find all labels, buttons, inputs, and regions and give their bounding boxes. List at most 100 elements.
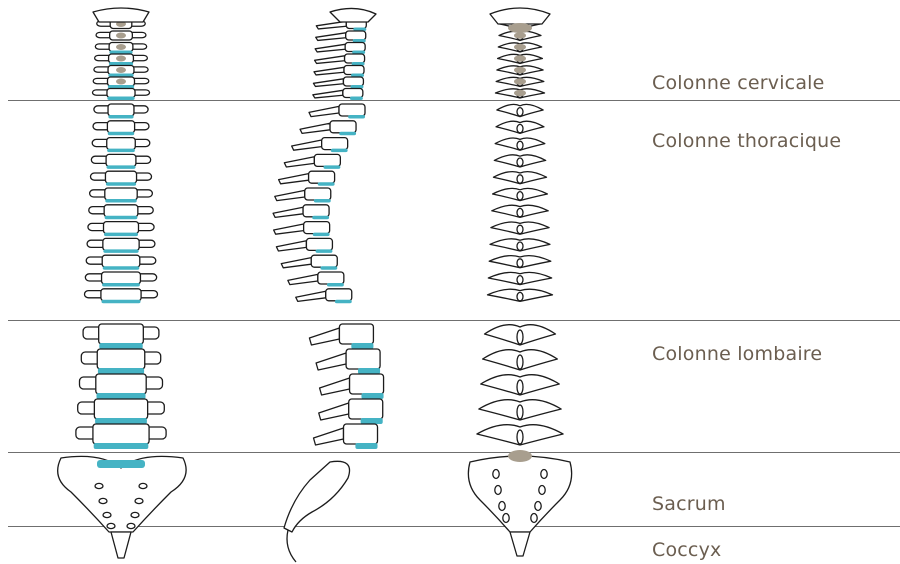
side-disc [316, 249, 333, 253]
side-spinous-process [284, 157, 314, 167]
front-disc [98, 368, 144, 374]
front-disc [103, 266, 140, 270]
back-sacral-base [508, 450, 532, 462]
side-disc [314, 199, 331, 203]
side-disc [335, 300, 352, 304]
side-disc [350, 97, 363, 101]
back-spinous-tip [517, 380, 523, 394]
side-vertebra-body [326, 289, 352, 301]
side-spinous-process [273, 207, 303, 217]
front-cervical-mark [116, 44, 126, 50]
front-vertebra-body [101, 289, 141, 301]
side-disc [318, 182, 335, 186]
back-axis-mark [508, 23, 532, 33]
side-vertebra-body [343, 89, 363, 98]
front-disc [105, 216, 138, 220]
side-vertebra-body [344, 424, 378, 444]
front-sacral-foramen [127, 523, 135, 528]
side-spinous-process [319, 403, 349, 420]
side-vertebra-body [343, 77, 363, 86]
front-sacral-foramen [95, 483, 103, 488]
side-vertebra-body [304, 222, 330, 234]
front-vertebra-body [102, 255, 140, 267]
side-vertebra-body [346, 31, 366, 40]
side-spinous-process [314, 428, 344, 445]
side-disc [331, 149, 348, 153]
side-disc [355, 443, 377, 449]
back-sacral-foramen [493, 470, 499, 479]
back-spinous-tip [517, 208, 523, 216]
side-vertebra-body [305, 188, 331, 200]
front-disc-l5s1 [97, 460, 145, 468]
back-cervical-mark [514, 67, 526, 73]
side-vertebra-body [349, 399, 383, 419]
front-vertebra-body [93, 424, 149, 444]
back-sacral-foramen [541, 470, 547, 479]
front-vertebra-body [104, 222, 139, 234]
side-spinous-process [276, 241, 306, 251]
side-disc [320, 266, 337, 270]
back-spinous-tip [517, 259, 523, 267]
side-vertebra-body [306, 238, 332, 250]
front-disc [95, 418, 147, 424]
back-spinous-tip [517, 225, 523, 233]
back-sacral-foramen [539, 486, 545, 495]
front-sacral-foramen [131, 512, 139, 517]
side-disc [312, 216, 329, 220]
side-coccyx [287, 530, 296, 562]
side-vertebra-body [314, 154, 340, 166]
front-disc [104, 233, 138, 237]
side-vertebra-body [345, 43, 365, 52]
side-spinous-process [309, 328, 339, 345]
side-spinous-process [275, 190, 305, 200]
front-disc [105, 199, 137, 203]
back-cervical-mark [514, 90, 526, 96]
front-cervical-mark [116, 56, 126, 62]
label-cervical: Colonne cervicale [652, 72, 825, 94]
front-disc [101, 300, 140, 304]
front-disc [99, 343, 142, 349]
front-vertebra-body [97, 349, 145, 369]
side-vertebra-body [330, 121, 356, 133]
front-vertebra-body [105, 171, 136, 183]
side-disc [348, 115, 365, 119]
back-sacral-foramen [531, 514, 537, 523]
back-spinous-tip [517, 242, 523, 250]
front-sacral-foramen [135, 498, 143, 503]
side-spinous-process [279, 174, 309, 184]
back-spinous-tip [517, 430, 523, 444]
front-sacral-foramen [139, 483, 147, 488]
side-spinous-process [316, 33, 346, 41]
back-spinous-tip [517, 405, 523, 419]
front-vertebra-body [106, 154, 136, 166]
back-sacral-foramen [499, 502, 505, 511]
side-vertebra-body [350, 374, 384, 394]
front-cervical-mark [116, 33, 126, 39]
front-disc [107, 149, 135, 153]
side-vertebra-body [344, 66, 364, 75]
front-sacral-foramen [99, 498, 107, 503]
back-spinous-tip [517, 292, 523, 300]
side-spinous-process [313, 79, 343, 87]
back-sacral-foramen [535, 502, 541, 511]
front-vertebra-body [107, 89, 135, 98]
label-sacrum: Sacrum [652, 493, 726, 515]
side-spinous-process [315, 56, 345, 64]
side-vertebra-body [303, 205, 329, 217]
side-spinous-process [292, 140, 322, 150]
side-disc [361, 393, 383, 399]
side-disc [358, 368, 380, 374]
front-disc [102, 283, 140, 287]
back-spinous-tip [517, 192, 523, 200]
side-spinous-process [288, 274, 318, 284]
back-sacral-foramen [495, 486, 501, 495]
back-coccyx [510, 532, 530, 556]
side-vertebra-body [322, 138, 348, 150]
side-spinous-process [296, 291, 326, 301]
front-disc [97, 393, 146, 399]
side-vertebra-body [339, 104, 365, 116]
back-spinous-tip [517, 141, 523, 149]
side-spinous-process [315, 44, 345, 52]
back-spinous-tip [517, 158, 523, 166]
